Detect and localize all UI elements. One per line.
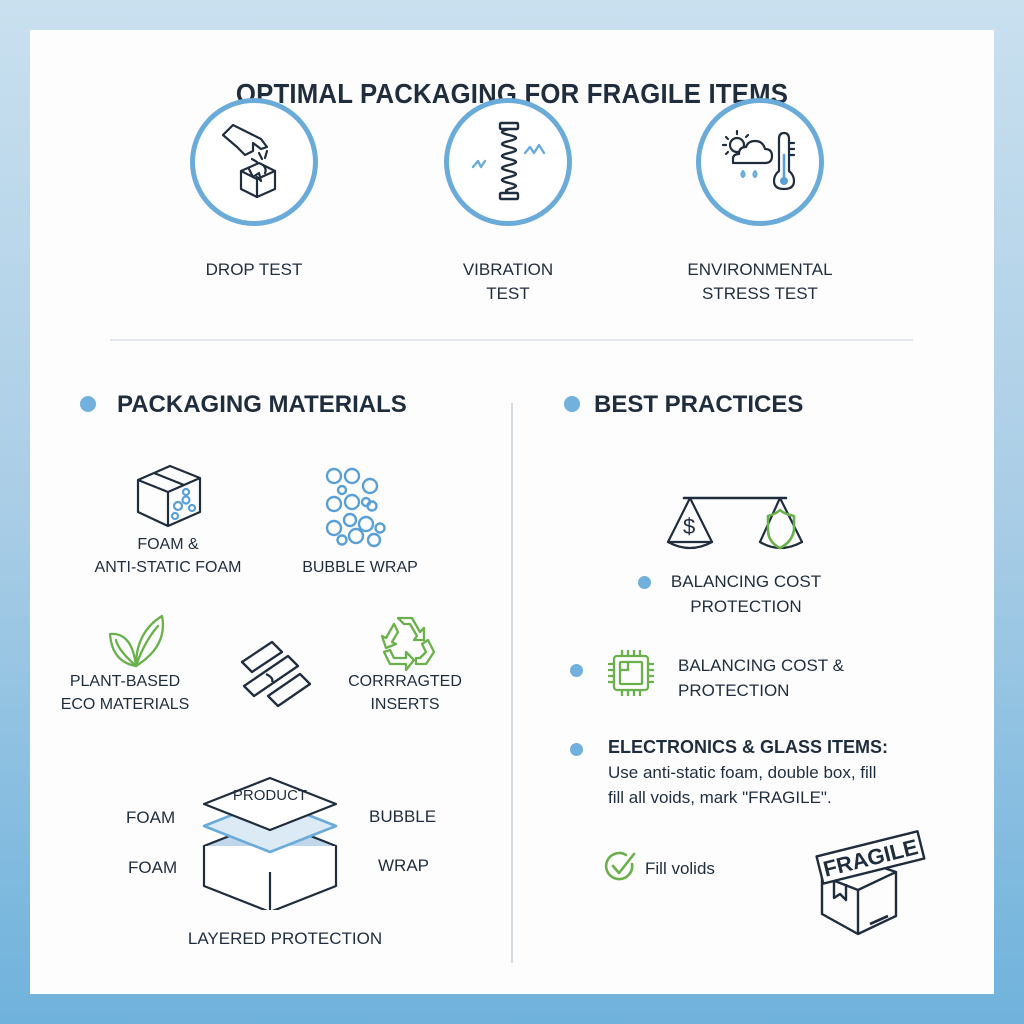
foam-label: FOAM & ANTI-STATIC FOAM — [78, 533, 258, 579]
layer-label-wrap: WRAP — [378, 856, 429, 875]
vibration-test-label-line1: VIBRATION — [462, 260, 554, 279]
chip-item-line1: BALANCING COST & — [678, 656, 844, 675]
leaf-icon — [108, 614, 165, 668]
cost-protection-scale-icon: $ — [666, 496, 804, 550]
balancing-cost-line2: PROTECTION — [690, 597, 802, 616]
electronics-line1: Use anti-static foam, double box, fill — [608, 763, 877, 782]
electronics-glass-item: ELECTRONICS & GLASS ITEMS: Use anti-stat… — [608, 735, 888, 810]
eco-materials-label-line1: PLANT-BASED — [69, 673, 181, 690]
environmental-test-label-line2: STRESS TEST — [702, 284, 818, 303]
corrugated-inserts-label-line1: CORRRAGTED — [348, 673, 462, 690]
electronics-heading: ELECTRONICS & GLASS ITEMS: — [608, 737, 889, 757]
microchip-icon — [608, 650, 654, 696]
section-divider-horizontal — [110, 339, 913, 341]
foam-label-line1: FOAM & — [137, 536, 199, 553]
layered-protection-diagram — [202, 776, 338, 910]
section-divider-vertical — [511, 403, 513, 963]
weather-thermometer-icon — [721, 129, 796, 191]
vibration-test-badge — [444, 98, 572, 226]
vibration-test-label: VIBRATION TEST — [408, 258, 608, 306]
vibration-spring-icon — [471, 121, 546, 201]
vibration-test-label-line2: TEST — [486, 284, 530, 303]
drop-test-badge — [190, 98, 318, 226]
svg-text:$: $ — [683, 514, 695, 539]
packaging-materials-heading: PACKAGING MATERIALS — [117, 391, 407, 418]
eco-materials-label-line2: ECO MATERIALS — [60, 696, 190, 713]
layer-label-foam-top: FOAM — [126, 808, 176, 827]
chip-item-line2: PROTECTION — [678, 681, 790, 700]
fragile-box-icon: FRAGILE — [815, 830, 926, 936]
environmental-test-label: ENVIRONMENTAL STRESS TEST — [660, 258, 860, 306]
balancing-cost-item: BALANCING COST PROTECTION — [666, 569, 826, 619]
eco-materials-label: PLANT-BASED ECO MATERIALS — [50, 670, 200, 716]
best-practices-heading: BEST PRACTICES — [594, 391, 804, 418]
infographic-card: OPTIMAL PACKAGING FOR FRAGILE ITEMS DROP… — [30, 30, 994, 994]
drop-test-label: DROP TEST — [154, 258, 354, 282]
layered-protection-caption: LAYERED PROTECTION — [187, 929, 383, 948]
layer-label-foam-bottom: FOAM — [128, 858, 178, 877]
corrugated-inserts-label-line2: INSERTS — [370, 696, 440, 713]
corrugated-inserts-label: CORRRAGTED INSERTS — [330, 670, 480, 716]
corrugated-strips-icon — [240, 640, 312, 708]
bubble-wrap-icon — [325, 467, 386, 548]
balancing-cost-line1: BALANCING COST — [670, 572, 822, 591]
drop-test-icon — [221, 123, 277, 199]
chip-item: BALANCING COST & PROTECTION — [678, 653, 844, 703]
environmental-test-badge — [696, 98, 824, 226]
bullet — [570, 664, 583, 677]
bullet — [570, 743, 583, 756]
recycle-icon — [380, 616, 436, 672]
bullet — [638, 576, 651, 589]
drop-test-label-line1: DROP TEST — [205, 260, 303, 279]
foam-label-line2: ANTI-STATIC FOAM — [94, 559, 242, 576]
fragile-stamp-text: FRAGILE — [821, 834, 921, 882]
bubble-wrap-label-line1: BUBBLE WRAP — [302, 559, 418, 576]
section-bullet — [80, 396, 96, 412]
environmental-test-label-line1: ENVIRONMENTAL — [687, 260, 833, 279]
electronics-line2: fill all voids, mark "FRAGILE". — [608, 788, 832, 807]
product-label: PRODUCT — [232, 787, 308, 804]
layer-label-bubble: BUBBLE — [369, 807, 437, 826]
bubble-wrap-label: BUBBLE WRAP — [270, 556, 450, 579]
fill-voids-item: Fill volids — [645, 859, 715, 878]
foam-box-icon — [136, 464, 202, 528]
section-bullet — [564, 396, 580, 412]
check-circle-icon — [604, 851, 636, 881]
